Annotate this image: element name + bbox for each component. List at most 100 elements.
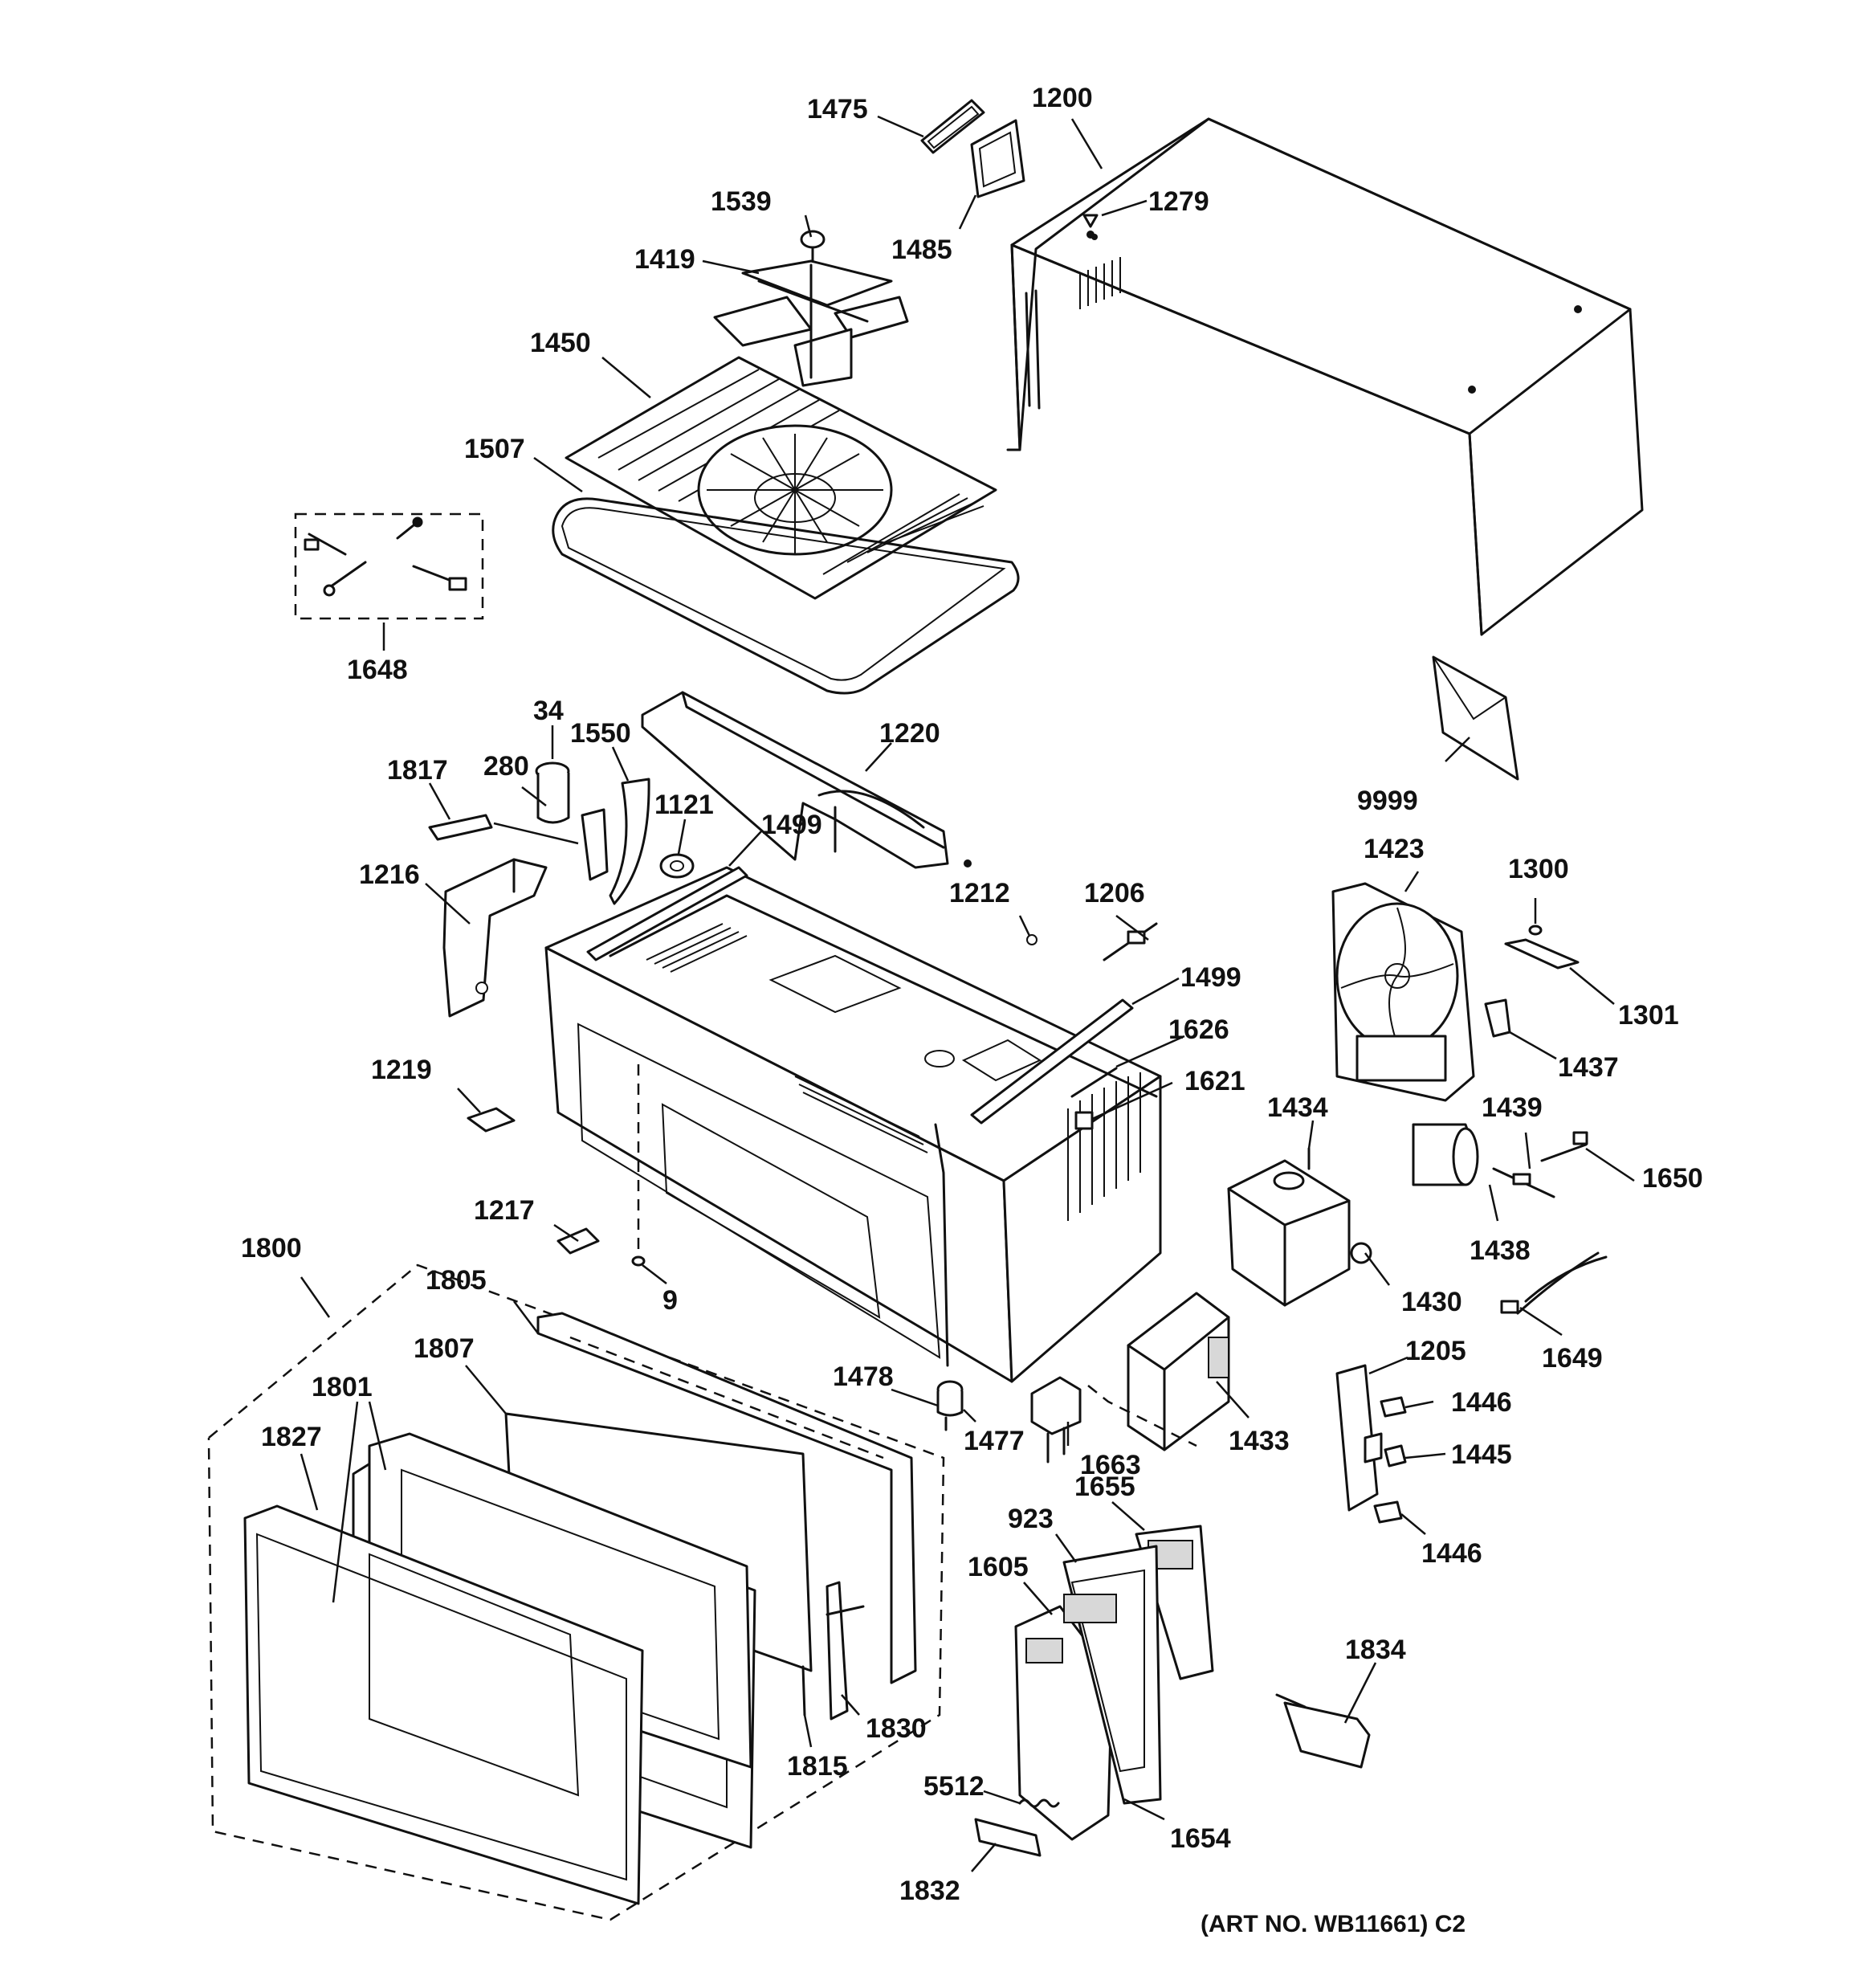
grille-1450 <box>565 356 997 600</box>
spring-1815 <box>801 1665 806 1717</box>
control-panel-frame-923 <box>1062 1545 1162 1805</box>
rail-1499-left <box>586 866 748 961</box>
bracket-1437 <box>1484 998 1511 1038</box>
button-1832 <box>974 1818 1042 1857</box>
label-1475: 1475 <box>807 94 868 125</box>
thermostat-1121 <box>659 853 695 879</box>
bracket-1817 <box>428 814 579 845</box>
nut-1212 <box>1026 934 1037 945</box>
choke-1805 <box>536 1312 917 1684</box>
label-1654: 1654 <box>1170 1823 1231 1854</box>
label-1834: 1834 <box>1345 1635 1406 1665</box>
label-1626: 1626 <box>1168 1014 1229 1045</box>
switch-1446-bottom <box>1373 1500 1403 1524</box>
gasket-1507 <box>552 497 1020 695</box>
label-1621: 1621 <box>1184 1066 1245 1096</box>
manual-9999 <box>1432 655 1519 781</box>
wire-1650 <box>1540 1131 1588 1162</box>
gasket-1485 <box>970 119 1025 198</box>
label-1477: 1477 <box>964 1426 1025 1456</box>
switch-bracket-1205 <box>1335 1364 1383 1512</box>
thermal-fuse-1206 <box>1103 922 1158 961</box>
spring-5512 <box>1018 1798 1060 1808</box>
label-1807: 1807 <box>414 1333 475 1364</box>
label-1279: 1279 <box>1148 186 1209 217</box>
wire-harness-1649 <box>1500 1251 1608 1315</box>
label-1212: 1212 <box>949 878 1010 908</box>
switch-1446-top <box>1380 1396 1407 1418</box>
label-1817: 1817 <box>387 755 448 786</box>
duct-1216 <box>442 858 548 1018</box>
label-1478: 1478 <box>833 1361 894 1392</box>
label-1801: 1801 <box>312 1372 373 1402</box>
duct-1220 <box>641 691 972 869</box>
label-1827: 1827 <box>261 1422 322 1452</box>
part-labels: 1475 1200 1539 1279 1485 1419 1450 1507 … <box>241 83 1703 1906</box>
fan-1423 <box>1331 882 1475 1102</box>
label-1499-right: 1499 <box>1180 962 1241 993</box>
label-1550: 1550 <box>570 718 631 749</box>
label-1800: 1800 <box>241 1233 302 1263</box>
label-1300: 1300 <box>1508 854 1569 884</box>
label-1539: 1539 <box>711 186 772 217</box>
capacitor-1438 <box>1412 1123 1479 1186</box>
label-34: 34 <box>533 696 564 726</box>
label-1485: 1485 <box>891 235 952 265</box>
label-1499-top: 1499 <box>761 810 822 840</box>
cover-plate-1475 <box>920 99 985 154</box>
label-1649: 1649 <box>1542 1343 1603 1374</box>
label-1507: 1507 <box>464 434 525 464</box>
screw-1279 <box>1082 214 1099 228</box>
rail-1499-right <box>970 998 1134 1125</box>
switch-1621 <box>1074 1111 1094 1130</box>
switch-1445 <box>1384 1444 1407 1468</box>
label-923: 923 <box>1008 1504 1054 1534</box>
label-1446-bottom: 1446 <box>1421 1538 1482 1569</box>
art-number: (ART NO. WB11661) C2 <box>1201 1911 1466 1937</box>
diode-1663 <box>1030 1376 1082 1463</box>
label-1445: 1445 <box>1451 1439 1512 1470</box>
door-1827 <box>243 1504 644 1905</box>
label-9: 9 <box>662 1285 678 1316</box>
label-1423: 1423 <box>1364 834 1425 864</box>
screw-9 <box>631 1255 646 1267</box>
label-1433: 1433 <box>1229 1426 1290 1456</box>
diode-1439 <box>1492 1167 1555 1198</box>
magnetron-1430 <box>1227 1159 1372 1307</box>
label-1650: 1650 <box>1642 1163 1703 1194</box>
label-1830: 1830 <box>866 1713 927 1744</box>
label-1655: 1655 <box>1074 1472 1135 1502</box>
stirrer-bracket-1419 <box>713 259 909 387</box>
label-1301: 1301 <box>1618 1000 1679 1031</box>
label-5512: 5512 <box>923 1771 984 1802</box>
label-1205: 1205 <box>1405 1336 1466 1366</box>
bracket-1301 <box>1504 938 1580 970</box>
label-1200: 1200 <box>1032 83 1093 113</box>
label-1605: 1605 <box>968 1552 1029 1582</box>
control-panel-1605 <box>1014 1605 1114 1841</box>
label-1663: 1663 <box>1080 1450 1141 1480</box>
kit-box-1648 <box>294 512 484 620</box>
capacitor-280 <box>535 761 570 824</box>
label-1216: 1216 <box>359 859 420 890</box>
label-1217: 1217 <box>474 1195 535 1226</box>
duct-1550 <box>581 778 650 905</box>
label-1121: 1121 <box>654 790 714 820</box>
label-1206: 1206 <box>1084 878 1145 908</box>
door-assembly-outline <box>207 1263 945 1921</box>
label-1815: 1815 <box>787 1751 848 1782</box>
label-1437: 1437 <box>1558 1052 1619 1083</box>
label-1446-top: 1446 <box>1451 1387 1512 1418</box>
label-1832: 1832 <box>899 1876 960 1906</box>
lamp-1477 <box>936 1380 964 1431</box>
label-1450: 1450 <box>530 328 591 358</box>
label-1219: 1219 <box>371 1055 432 1085</box>
latch-1834 <box>1275 1693 1371 1769</box>
leader-lines <box>300 115 1635 1872</box>
bracket-1219 <box>467 1107 516 1133</box>
label-1430: 1430 <box>1401 1287 1462 1317</box>
label-1648: 1648 <box>347 655 408 685</box>
stirrer-motor-1539 <box>800 230 826 267</box>
latch-1830 <box>826 1581 865 1721</box>
